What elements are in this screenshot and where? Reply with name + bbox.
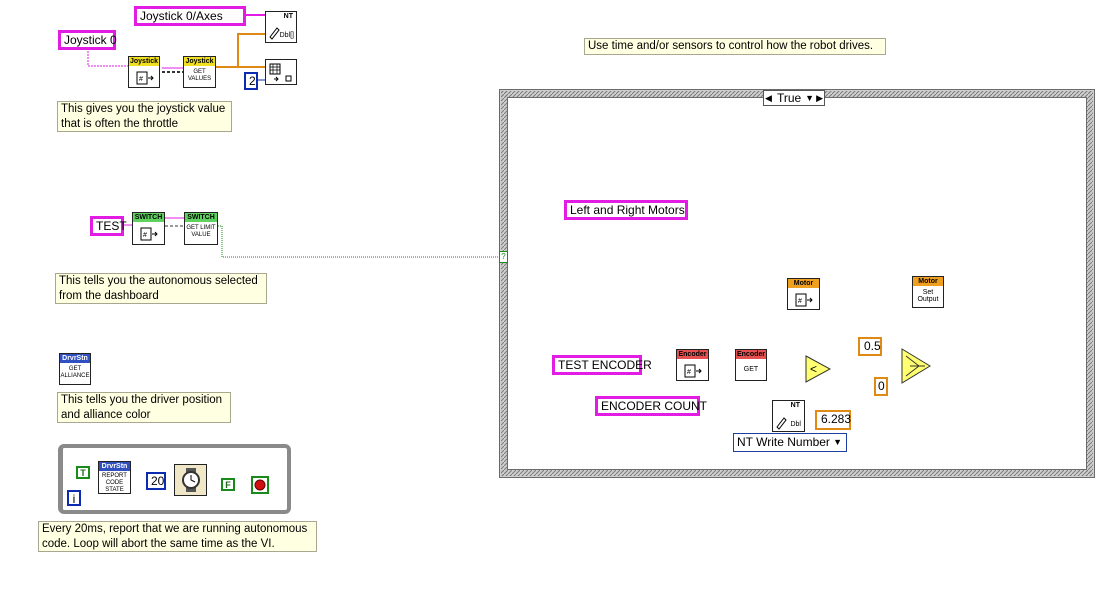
motor-set-output-vi[interactable]: Motor Set Output: [912, 276, 944, 308]
nt-write-dropdown-value: NT Write Number: [737, 435, 830, 449]
svg-text:#: #: [687, 369, 691, 376]
nt-read-body: Dbl[]: [279, 32, 294, 39]
case-dropdown-arrow-icon[interactable]: ▼: [805, 93, 814, 103]
encoder-open-vi[interactable]: Encoder #: [676, 349, 709, 381]
test-label[interactable]: TEST: [90, 216, 127, 236]
auto-note: This tells you the autonomous selected f…: [55, 273, 267, 304]
motor-set-body: Set Output: [917, 289, 939, 303]
index-array-node[interactable]: [265, 59, 297, 85]
nt-write-head: NT: [790, 402, 800, 409]
drvr-alliance-head: DrvrStn: [60, 354, 90, 363]
less-than-node[interactable]: <: [805, 355, 831, 383]
joystick-get-head: Joystick: [184, 57, 215, 66]
joystick0-label[interactable]: Joystick 0: [58, 30, 117, 50]
joystick-open-vi[interactable]: Joystick #: [128, 56, 160, 88]
wait-ms-node[interactable]: [174, 464, 207, 496]
drvr-alliance-vi[interactable]: DrvrStn GET ALLIANCE: [59, 353, 91, 385]
refnum-icon: #: [136, 71, 154, 85]
left-right-motors-label[interactable]: Left and Right Motors: [564, 200, 688, 220]
case-next-arrow-icon[interactable]: ▶: [816, 93, 823, 103]
case-prev-arrow-icon[interactable]: ◀: [765, 93, 772, 103]
encoder-get-vi[interactable]: Encoder GET: [735, 349, 767, 381]
nt-write-vi[interactable]: NT Dbl: [772, 400, 805, 432]
stop-icon: [254, 479, 266, 491]
switch-open-head: SWITCH: [133, 213, 164, 222]
drvr-alliance-body: GET ALLIANCE: [60, 366, 90, 379]
loop-note: Every 20ms, report that we are running a…: [38, 521, 317, 552]
svg-text:<: <: [810, 362, 817, 376]
index-constant[interactable]: 2: [244, 72, 258, 90]
robot-note: Use time and/or sensors to control how t…: [584, 38, 886, 55]
switch-open-vi[interactable]: SWITCH #: [132, 212, 165, 245]
test-encoder-label[interactable]: TEST ENCODER: [552, 355, 652, 375]
index-array-icon: [269, 63, 292, 82]
refnum-icon: #: [795, 293, 813, 307]
joystick-note: This gives you the joystick value that i…: [57, 101, 232, 132]
nt-read-head: NT: [283, 13, 293, 20]
zero-constant[interactable]: 0: [874, 377, 888, 396]
nt-write-dropdown[interactable]: NT Write Number ▼: [733, 433, 847, 452]
motor-set-head: Motor: [913, 277, 943, 286]
stop-terminal[interactable]: [251, 476, 269, 494]
case-selector[interactable]: ◀ True ▼ ▶: [763, 90, 825, 106]
nt-read-array-vi[interactable]: NT Dbl[]: [265, 11, 297, 43]
joystick-axes-label[interactable]: Joystick 0/Axes: [134, 6, 246, 26]
two-pi-constant[interactable]: 6.283: [815, 410, 851, 430]
nt-write-body: Dbl: [790, 421, 801, 428]
refnum-icon: #: [140, 227, 158, 241]
watch-icon: [182, 468, 200, 492]
encoder-get-body: GET: [743, 366, 759, 373]
svg-text:#: #: [139, 76, 143, 83]
joystick-get-body: GET VALUES: [187, 69, 212, 82]
case-selector-terminal[interactable]: ?: [499, 251, 508, 263]
true-constant[interactable]: T: [76, 466, 90, 479]
dropdown-arrow-icon: ▼: [833, 437, 842, 447]
wait-ms-constant[interactable]: 20: [146, 472, 166, 490]
half-constant[interactable]: 0.5: [858, 337, 882, 356]
driver-note: This tells you the driver position and a…: [57, 392, 231, 423]
motor-open-head: Motor: [788, 279, 819, 288]
refnum-icon: #: [684, 364, 702, 378]
svg-text:#: #: [143, 232, 147, 239]
pencil-icon: [776, 417, 787, 430]
encoder-get-head: Encoder: [736, 350, 766, 359]
switch-get-head: SWITCH: [185, 213, 217, 222]
encoder-open-head: Encoder: [677, 350, 708, 359]
encoder-count-label[interactable]: ENCODER COUNT: [595, 396, 707, 416]
pencil-icon: [269, 27, 280, 40]
false-constant[interactable]: F: [221, 478, 235, 491]
joystick-open-head: Joystick: [129, 57, 159, 66]
loop-iteration-terminal: i: [67, 490, 81, 506]
report-head: DrvrStn: [99, 462, 130, 471]
select-node[interactable]: [901, 348, 931, 384]
switch-get-body: GET LIMIT VALUE: [186, 225, 216, 238]
motor-open-vi[interactable]: Motor #: [787, 278, 820, 310]
joystick-get-values-vi[interactable]: Joystick GET VALUES: [183, 56, 216, 88]
report-code-state-vi[interactable]: DrvrStn REPORT CODE STATE: [98, 461, 131, 494]
report-body: REPORT CODE STATE: [102, 473, 127, 493]
svg-text:#: #: [798, 298, 802, 305]
switch-get-limit-vi[interactable]: SWITCH GET LIMIT VALUE: [184, 212, 218, 245]
case-selector-value: True: [777, 91, 802, 105]
while-loop[interactable]: [58, 444, 291, 514]
